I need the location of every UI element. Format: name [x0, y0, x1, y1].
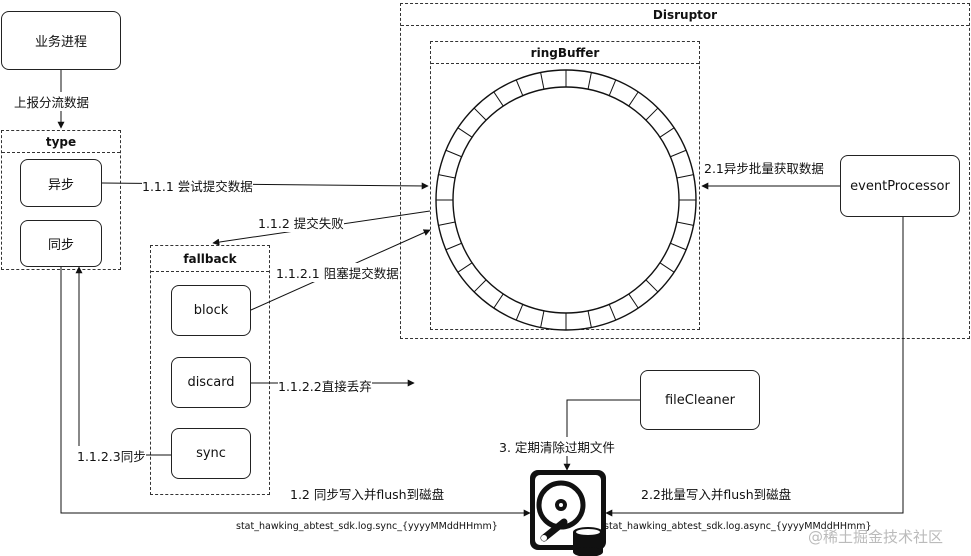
edge-sync-write	[60, 267, 531, 517]
label-report: 上报分流数据	[14, 92, 90, 111]
ring-slot-divider	[493, 91, 504, 107]
ring-slot-divider	[608, 79, 617, 96]
ring-slot-divider	[473, 107, 487, 121]
label-block-submit: 1.1.2.1 阻塞提交数据	[276, 263, 399, 282]
ring-slot-divider	[445, 149, 462, 158]
ring-slot-divider	[540, 72, 545, 90]
ring-buffer-icon	[435, 69, 697, 331]
ring-slot-divider	[659, 262, 675, 273]
event-processor-node[interactable]: eventProcessor	[840, 155, 960, 217]
edge-clean	[563, 399, 640, 471]
fallback-group: fallback	[150, 245, 270, 495]
label-try-submit: 1.1.1 尝试提交数据	[142, 176, 253, 195]
ring-slot-divider	[515, 304, 524, 321]
sync-type-node[interactable]: 同步	[20, 220, 102, 267]
ring-slot-divider	[457, 127, 473, 138]
label-async-write: 2.2批量写入并flush到磁盘	[641, 484, 792, 503]
ring-slot-divider	[659, 127, 675, 138]
disruptor-title: Disruptor	[401, 4, 969, 26]
ring-slot-divider	[473, 279, 487, 293]
ring-slot-divider	[645, 107, 659, 121]
edge-async-write	[605, 217, 904, 517]
ring-slot-divider	[457, 262, 473, 273]
ring-slot-divider	[445, 242, 462, 251]
label-sync-back: 1.1.2.3同步	[77, 446, 146, 465]
ring-slot-divider	[628, 91, 639, 107]
edge-sync-back	[75, 266, 171, 456]
ring-slot-divider	[676, 174, 694, 179]
hard-disk-icon	[530, 470, 606, 556]
ring-slot-divider	[587, 310, 592, 328]
sync-file-name: stat_hawking_abtest_sdk.log.sync_{yyyyMM…	[236, 521, 498, 532]
ring-slot-divider	[628, 293, 639, 309]
label-discard: 1.1.2.2直接丢弃	[278, 376, 372, 395]
fallback-title: fallback	[151, 246, 269, 272]
ring-slot-divider	[493, 293, 504, 309]
file-cleaner-node[interactable]: fileCleaner	[640, 370, 760, 430]
label-submit-fail: 1.1.2 提交失败	[258, 213, 344, 232]
discard-node[interactable]: discard	[171, 357, 251, 408]
async-node[interactable]: 异步	[20, 159, 102, 207]
async-file-name: stat_hawking_abtest_sdk.log.async_{yyyyM…	[604, 521, 872, 532]
block-node[interactable]: block	[171, 285, 251, 336]
label-sync-write: 1.2 同步写入并flush到磁盘	[290, 484, 445, 503]
type-title: type	[2, 131, 120, 153]
ring-slot-divider	[515, 79, 524, 96]
ringbuffer-title: ringBuffer	[431, 42, 699, 64]
type-group: type	[1, 130, 121, 270]
label-clean: 3. 定期清除过期文件	[499, 437, 615, 456]
ring-slot-divider	[670, 242, 687, 251]
disruptor-group: Disruptor	[400, 3, 970, 339]
ring-slot-divider	[670, 149, 687, 158]
ring-slot-divider	[540, 310, 545, 328]
ring-slot-divider	[438, 174, 456, 179]
ring-slot-divider	[676, 221, 694, 226]
ring-slot-divider	[587, 72, 592, 90]
business-process-node[interactable]: 业务进程	[1, 11, 121, 70]
label-async-fetch: 2.1异步批量获取数据	[704, 158, 824, 177]
ring-slot-divider	[608, 304, 617, 321]
sync-fallback-node[interactable]: sync	[171, 428, 251, 479]
watermark: @稀土掘金技术社区	[808, 528, 944, 546]
ring-slot-divider	[645, 279, 659, 293]
ring-slot-divider	[438, 221, 456, 226]
